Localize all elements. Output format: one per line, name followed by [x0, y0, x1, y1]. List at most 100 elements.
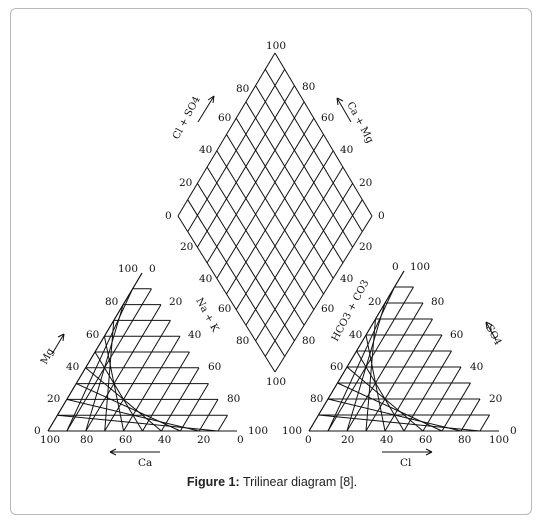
- anion-right-tick-20: 20: [489, 393, 502, 405]
- anion-left-tick-40: 40: [349, 329, 362, 341]
- cation-right-tick-40: 40: [188, 329, 201, 341]
- anion-bottom-axis-title: Cl: [400, 457, 412, 469]
- anion-left-tick-80: 80: [310, 393, 323, 405]
- triangle-grid-line: [104, 320, 171, 432]
- cation-left-tick-60: 60: [86, 329, 99, 341]
- triangle-grid-line: [94, 351, 143, 432]
- anion-bottom-tick-80: 80: [458, 434, 471, 446]
- triangle-grid-line: [179, 383, 209, 432]
- diamond-ul-tick-60: 60: [218, 112, 231, 124]
- cation-left-tick-20: 20: [47, 393, 60, 405]
- triangle-grid-line: [75, 383, 181, 432]
- diamond-lr-tick-20: 20: [359, 241, 372, 253]
- diamond-ll-tick-80: 80: [236, 335, 249, 347]
- caption-label: Figure 1:: [186, 475, 240, 489]
- cation-bottom-tick-0: 0: [237, 434, 244, 446]
- anion-corner-left: 100: [282, 425, 302, 437]
- diamond-grid-line: [274, 215, 373, 373]
- cation-apex-right: 0: [149, 263, 156, 275]
- triangle-grid-line: [337, 382, 443, 432]
- diamond-ur-tick-80: 80: [302, 81, 315, 93]
- arrow-so4: [485, 321, 497, 341]
- cation-left-tick-80: 80: [105, 296, 118, 308]
- arrow-so4-head: [485, 321, 493, 330]
- arrow-ur: [336, 97, 352, 123]
- cation-bottom-tick-60: 60: [119, 434, 132, 446]
- cation-left-tick-40: 40: [66, 361, 79, 373]
- diamond-ur-tick-40: 40: [340, 144, 353, 156]
- arrow-ca-head: [109, 448, 117, 456]
- diamond-ul-axis-title: Cl + SO4: [171, 95, 203, 142]
- cation-corner-left: 0: [34, 425, 41, 437]
- triangle-grid-line: [365, 318, 433, 432]
- cation-corner-right: 100: [248, 425, 268, 437]
- cation-right-tick-60: 60: [208, 361, 221, 373]
- anion-apex-right: 100: [410, 261, 430, 273]
- anion-bottom-tick-60: 60: [419, 434, 432, 446]
- cation-bottom-tick-40: 40: [158, 434, 171, 446]
- diamond-top-label: 100: [266, 40, 286, 52]
- arrow-mg-head: [57, 333, 65, 342]
- cation-bottom-axis-title: Ca: [138, 457, 152, 469]
- diamond-ll-tick-60: 60: [218, 303, 231, 315]
- diamond-bottom-label: 100: [266, 376, 286, 388]
- diamond-ur-tick-60: 60: [321, 112, 334, 124]
- anion-left-tick-60: 60: [330, 361, 343, 373]
- anion-left-tick-20: 20: [368, 296, 381, 308]
- diamond-grid-line: [264, 199, 363, 357]
- anion-bottom-tick-0: 0: [305, 434, 312, 446]
- anion-bottom-tick-40: 40: [380, 434, 393, 446]
- diamond-grid-line: [255, 183, 354, 342]
- triangle-grid-line: [441, 382, 471, 432]
- arrow-mg: [51, 333, 65, 355]
- cation-bottom-tick-80: 80: [80, 434, 93, 446]
- cation-triangle-grid: [47, 272, 237, 432]
- triangle-grid-line: [318, 414, 481, 432]
- arrow-ul-head: [207, 95, 215, 104]
- diamond-grid-line: [196, 183, 295, 342]
- cation-left-axis-title: Mg: [39, 346, 57, 366]
- triangle-grid-line: [356, 350, 405, 432]
- diamond-grid-line: [187, 199, 286, 357]
- diamond-ul-tick-40: 40: [199, 144, 212, 156]
- diamond-ul-tick-20: 20: [179, 177, 192, 189]
- diamond-grid: [177, 52, 373, 373]
- diamond-grid-line: [206, 166, 305, 326]
- diamond-ur-axis-title: Ca + Mg: [344, 100, 375, 145]
- anion-right-tick-80: 80: [431, 296, 444, 308]
- diamond-left-label: 0: [165, 210, 172, 222]
- anion-triangle-grid: [308, 270, 499, 432]
- diamond-lr-tick-40: 40: [340, 273, 353, 285]
- diamond-ll-tick-20: 20: [180, 241, 193, 253]
- trilinear-diagram: 100 80 60 40 20 0 80 60 40 20 0 20 40 60…: [34, 40, 517, 469]
- triangle-grid-line: [57, 414, 219, 432]
- diamond-grid-line: [216, 150, 315, 310]
- cation-right-tick-20: 20: [169, 296, 182, 308]
- anion-apex-left: 0: [392, 261, 399, 273]
- diamond-grid-line: [235, 150, 334, 310]
- diamond-grid-line: [226, 134, 324, 295]
- triangle-grid-line: [217, 414, 228, 432]
- anion-bottom-tick-20: 20: [341, 434, 354, 446]
- cation-bottom-tick-20: 20: [197, 434, 210, 446]
- diamond-lr-tick-80: 80: [302, 335, 315, 347]
- cation-bottom-tick-100: 100: [40, 434, 60, 446]
- anion-bottom-tick-100: 100: [489, 434, 509, 446]
- diamond-ur-tick-20: 20: [359, 177, 372, 189]
- diamond-right-label: 0: [378, 210, 385, 222]
- anion-corner-right: 0: [510, 425, 517, 437]
- diamond-grid-line: [177, 215, 276, 373]
- caption-text: Trilinear diagram [8].: [242, 475, 358, 489]
- arrow-ur-head: [336, 97, 344, 106]
- diamond-grid-line: [245, 166, 344, 326]
- anion-right-tick-60: 60: [450, 329, 463, 341]
- figure-caption: Figure 1: Trilinear diagram [8].: [0, 475, 544, 489]
- anion-right-tick-40: 40: [470, 361, 483, 373]
- diamond-lr-tick-60: 60: [321, 303, 334, 315]
- arrow-cl-head: [425, 448, 433, 456]
- cation-apex-left: 100: [118, 263, 138, 275]
- diamond-ll-tick-40: 40: [199, 273, 212, 285]
- diamond-ul-tick-80: 80: [236, 83, 249, 95]
- triangle-grid-line: [479, 414, 490, 432]
- cation-right-tick-80: 80: [227, 393, 240, 405]
